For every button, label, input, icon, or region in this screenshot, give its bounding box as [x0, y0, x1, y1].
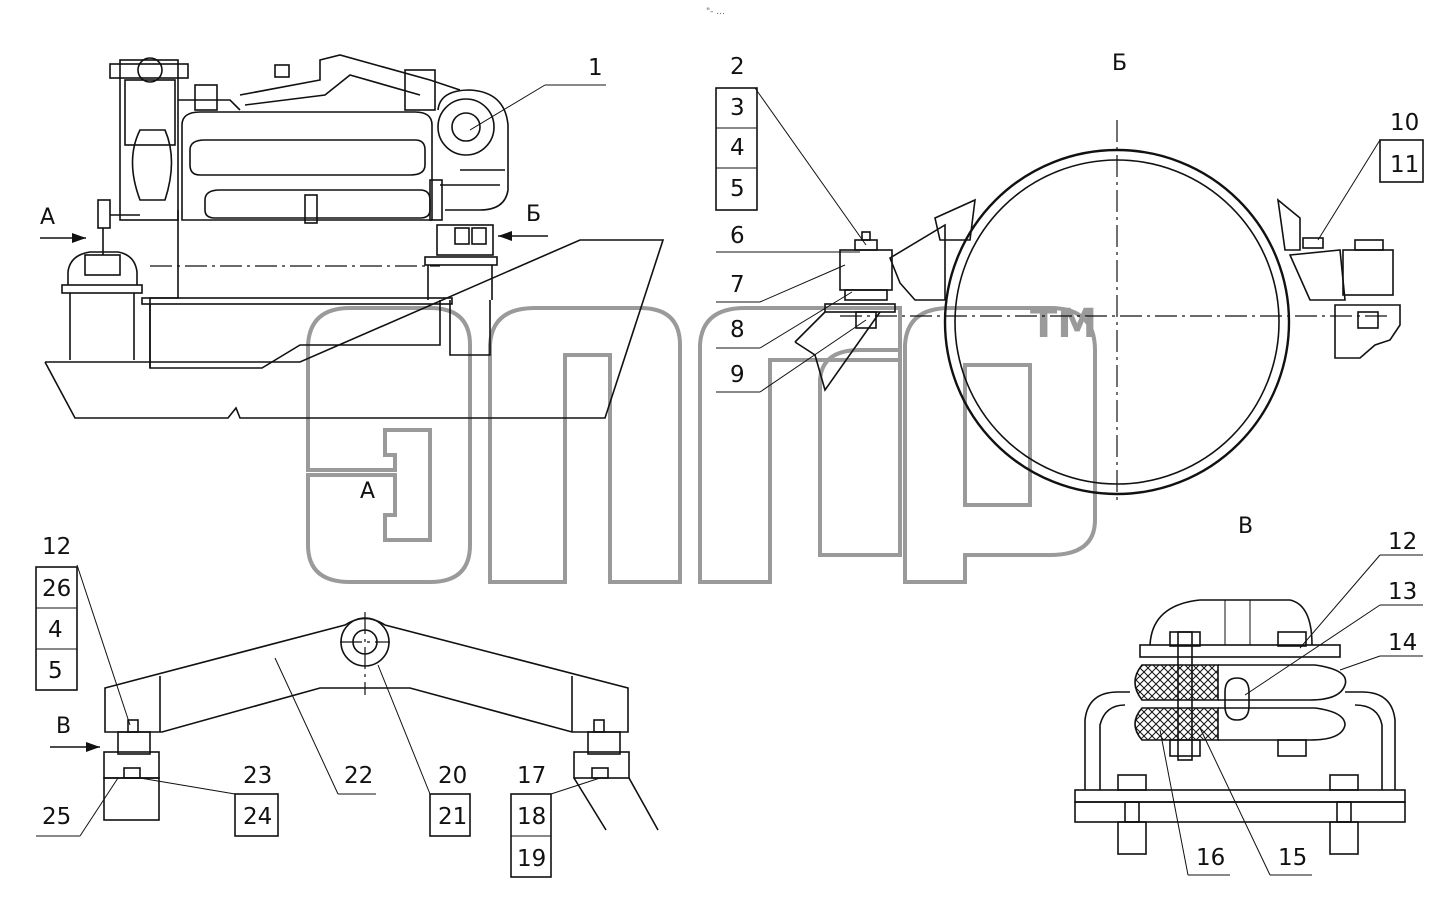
callout-1: 1 [588, 55, 603, 81]
header-stamp: "- ... [706, 7, 725, 17]
callout-9: 9 [730, 362, 745, 388]
watermark-tm: TM [1030, 301, 1097, 347]
callout-13: 13 [1388, 579, 1417, 605]
label-stack-2-5: 2 3 4 5 6 7 8 9 10 11 [715, 54, 1419, 388]
callout-19: 19 [517, 846, 546, 872]
callout-14: 14 [1388, 630, 1417, 656]
callout-8: 8 [730, 317, 745, 343]
view-v-caption: В [1238, 514, 1253, 539]
callout-25: 25 [42, 804, 71, 830]
callout-23: 23 [243, 763, 272, 789]
callout-4-lower: 4 [48, 617, 63, 643]
view-v-marker: В [56, 714, 71, 739]
cross-beam-view: В [35, 564, 659, 878]
callout-4: 4 [730, 135, 745, 161]
callout-2: 2 [730, 54, 745, 80]
section-view-b: Б [716, 51, 1424, 500]
callout-16: 16 [1196, 845, 1225, 871]
callout-11: 11 [1390, 152, 1419, 178]
callout-20: 20 [438, 763, 467, 789]
view-a-caption: А [360, 479, 375, 504]
callout-12: 12 [42, 534, 71, 560]
callout-26: 26 [42, 576, 71, 602]
callout-22: 22 [344, 763, 373, 789]
watermark-logo: TM [306, 301, 1097, 584]
view-b-marker: Б [526, 202, 541, 227]
callout-5: 5 [730, 176, 745, 202]
callout-6: 6 [730, 223, 745, 249]
callout-7: 7 [730, 272, 745, 298]
callout-12-detail: 12 [1388, 529, 1417, 555]
view-a-marker: А [40, 205, 55, 230]
callout-24: 24 [243, 804, 272, 830]
callout-3: 3 [730, 95, 745, 121]
label-stack-12-26-4-5: 12 26 4 5 22 20 21 23 24 25 17 18 19 [42, 534, 546, 872]
callout-17: 17 [517, 763, 546, 789]
mount-detail-view-v: В [1074, 514, 1423, 876]
callout-18: 18 [517, 804, 546, 830]
callout-5-lower: 5 [48, 658, 63, 684]
engine-side-view: А Б 1 [40, 54, 665, 419]
callout-10: 10 [1390, 110, 1419, 136]
callout-15: 15 [1278, 845, 1307, 871]
callout-21: 21 [438, 804, 467, 830]
view-b-caption: Б [1112, 51, 1127, 76]
